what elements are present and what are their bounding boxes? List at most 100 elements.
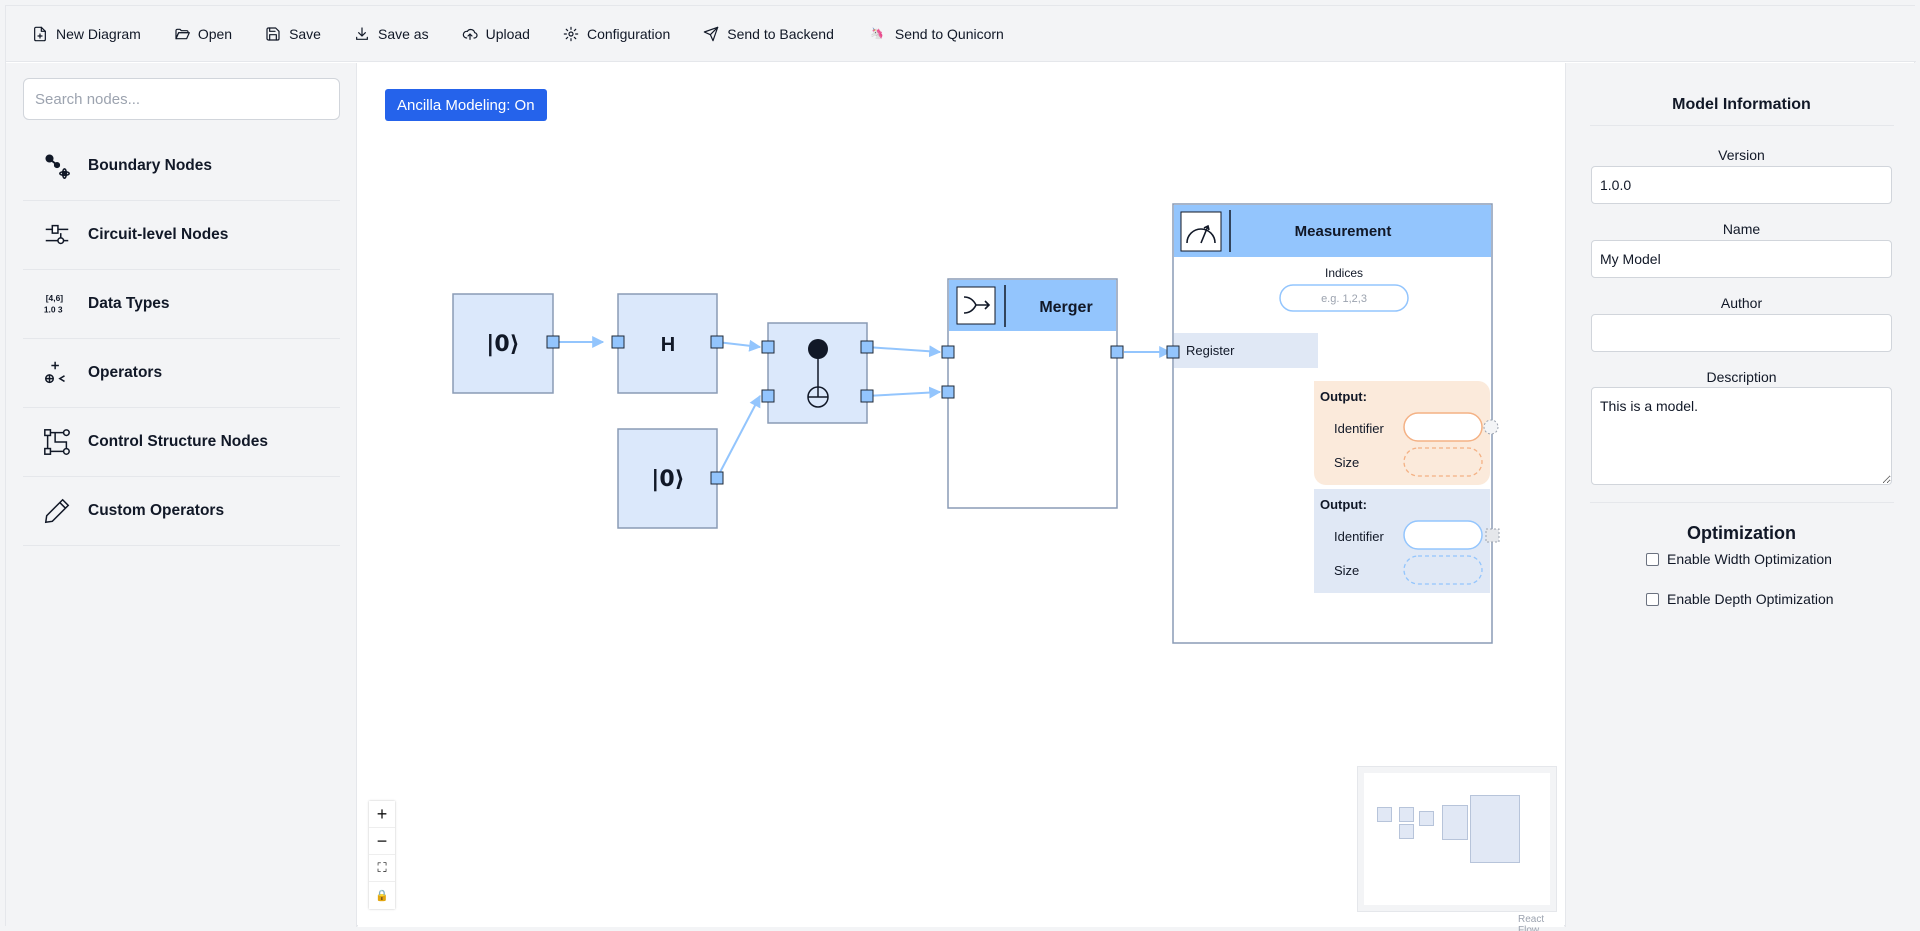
- flow-graph: |0⟩ H |0⟩: [452, 203, 1500, 644]
- output2-identifier-label: Identifier: [1334, 529, 1385, 544]
- zoom-in-button[interactable]: +: [369, 801, 395, 828]
- ket0-node-b[interactable]: |0⟩: [617, 428, 724, 529]
- upload-label: Upload: [485, 25, 530, 42]
- category-boundary-nodes[interactable]: Boundary Nodes: [23, 132, 340, 201]
- save-as-label: Save as: [377, 25, 429, 42]
- ket0-node-a[interactable]: |0⟩: [452, 293, 560, 394]
- hadamard-node[interactable]: H: [611, 293, 724, 394]
- category-label: Operators: [88, 364, 163, 381]
- ket0-b-label: |0⟩: [651, 467, 684, 492]
- cnot-node[interactable]: [761, 322, 874, 424]
- save-button[interactable]: Save: [265, 26, 321, 42]
- gears-atom-icon: [40, 149, 74, 183]
- merger-node[interactable]: Merger: [941, 278, 1124, 509]
- register-label: Register: [1186, 343, 1235, 358]
- minimap-node: [1399, 824, 1414, 839]
- minimap-node: [1442, 805, 1468, 840]
- category-label: Custom Operators: [88, 502, 225, 519]
- cnot-control-dot: [808, 339, 828, 359]
- merger-title: Merger: [1039, 299, 1092, 316]
- category-control-structure-nodes[interactable]: Control Structure Nodes: [23, 408, 340, 477]
- minimap-node: [1377, 807, 1392, 822]
- new-diagram-button[interactable]: New Diagram: [32, 26, 141, 42]
- category-operators[interactable]: Operators: [23, 339, 340, 408]
- width-optimization-label: Enable Width Optimization: [1667, 551, 1832, 567]
- category-label: Boundary Nodes: [88, 157, 213, 174]
- save-icon: [266, 26, 280, 41]
- indices-input[interactable]: [1279, 284, 1409, 312]
- output2-handle[interactable]: [1485, 528, 1500, 543]
- merger-input-handle-2: [941, 385, 955, 399]
- depth-optimization-checkbox[interactable]: [1646, 592, 1659, 606]
- react-flow-attribution[interactable]: React Flow: [1518, 914, 1545, 931]
- cnot-input-handle-1: [761, 340, 775, 354]
- minimap[interactable]: [1357, 766, 1557, 912]
- operators-icon: [40, 356, 74, 390]
- ket0-a-label: |0⟩: [486, 332, 519, 357]
- edge-cnot-target-to-merger: [865, 386, 942, 399]
- indices-label: Indices: [1325, 266, 1363, 280]
- width-optimization-checkbox[interactable]: [1646, 552, 1659, 566]
- diagram-canvas[interactable]: Ancilla Modeling: On |0⟩: [358, 63, 1564, 931]
- folder-open-icon: [175, 28, 190, 39]
- merger-output-handle: [1110, 345, 1124, 359]
- configuration-label: Configuration: [586, 25, 671, 42]
- send-to-qunicorn-button[interactable]: 🦄 Send to Qunicorn: [867, 26, 1004, 42]
- category-custom-operators[interactable]: Custom Operators: [23, 477, 340, 546]
- author-input[interactable]: [1591, 314, 1892, 352]
- name-label: Name: [1722, 221, 1761, 237]
- new-diagram-label: New Diagram: [56, 25, 141, 42]
- cnot-input-handle-2: [761, 389, 775, 403]
- output1-size-input[interactable]: [1403, 447, 1483, 477]
- category-label: Data Types: [88, 295, 170, 312]
- output1-handle[interactable]: [1483, 419, 1499, 435]
- toolbar: New Diagram Open Save Save as Upload Con…: [6, 6, 1916, 62]
- category-data-types[interactable]: [4,6]1.0 3 Data Types: [23, 270, 340, 339]
- author-label: Author: [1720, 295, 1763, 311]
- output2-size-input[interactable]: [1403, 555, 1483, 585]
- search-nodes-input[interactable]: [23, 78, 340, 120]
- model-info-panel: Model Information Version Name Author De…: [1565, 63, 1916, 927]
- minimap-node: [1419, 811, 1434, 826]
- send-to-backend-button[interactable]: Send to Backend: [703, 26, 834, 42]
- open-label: Open: [197, 25, 233, 42]
- measurement-icon: [1180, 211, 1222, 252]
- category-circuit-level-nodes[interactable]: Circuit-level Nodes: [23, 201, 340, 270]
- file-plus-icon: [34, 26, 46, 41]
- circuit-icon: [40, 218, 74, 252]
- open-button[interactable]: Open: [174, 26, 232, 42]
- send-to-qunicorn-label: Send to Qunicorn: [894, 25, 1004, 42]
- register-row: [1174, 333, 1318, 368]
- app-window: New Diagram Open Save Save as Upload Con…: [5, 5, 1916, 931]
- measurement-title: Measurement: [1295, 223, 1392, 240]
- save-label: Save: [289, 25, 321, 42]
- merger-input-handle-1: [941, 345, 955, 359]
- description-label: Description: [1706, 369, 1777, 385]
- description-textarea[interactable]: This is a model.: [1591, 387, 1892, 485]
- lock-button[interactable]: 🔒: [375, 890, 389, 902]
- category-label: Circuit-level Nodes: [88, 226, 229, 243]
- category-label: Control Structure Nodes: [88, 433, 268, 450]
- output2-identifier-input[interactable]: [1403, 520, 1483, 550]
- depth-optimization-option[interactable]: Enable Depth Optimization: [1646, 591, 1834, 607]
- send-icon: [703, 26, 719, 41]
- width-optimization-option[interactable]: Enable Width Optimization: [1646, 551, 1832, 567]
- model-info-title: Model Information: [1672, 96, 1811, 113]
- zoom-out-button[interactable]: −: [369, 828, 395, 855]
- ancilla-modeling-toggle[interactable]: Ancilla Modeling: On: [385, 89, 547, 121]
- node-palette-sidebar: Boundary Nodes Circuit-level Nodes [4,6]…: [6, 63, 357, 927]
- fit-view-button[interactable]: ⛶: [369, 855, 395, 882]
- measurement-node[interactable]: Measurement Indices e.g. 1,2,3 Register …: [1166, 203, 1500, 644]
- indices-placeholder: e.g. 1,2,3: [1321, 293, 1367, 305]
- ket0-a-output-handle: [546, 335, 560, 349]
- cnot-output-handle-1: [860, 340, 874, 354]
- save-as-button[interactable]: Save as: [354, 26, 429, 42]
- depth-optimization-label: Enable Depth Optimization: [1667, 591, 1834, 607]
- output1-identifier-input[interactable]: [1403, 412, 1483, 442]
- version-label: Version: [1718, 147, 1765, 163]
- name-input[interactable]: [1591, 240, 1892, 278]
- upload-button[interactable]: Upload: [462, 26, 530, 42]
- output2-size-label: Size: [1334, 563, 1359, 578]
- version-input[interactable]: [1591, 166, 1892, 204]
- configuration-button[interactable]: Configuration: [563, 26, 670, 42]
